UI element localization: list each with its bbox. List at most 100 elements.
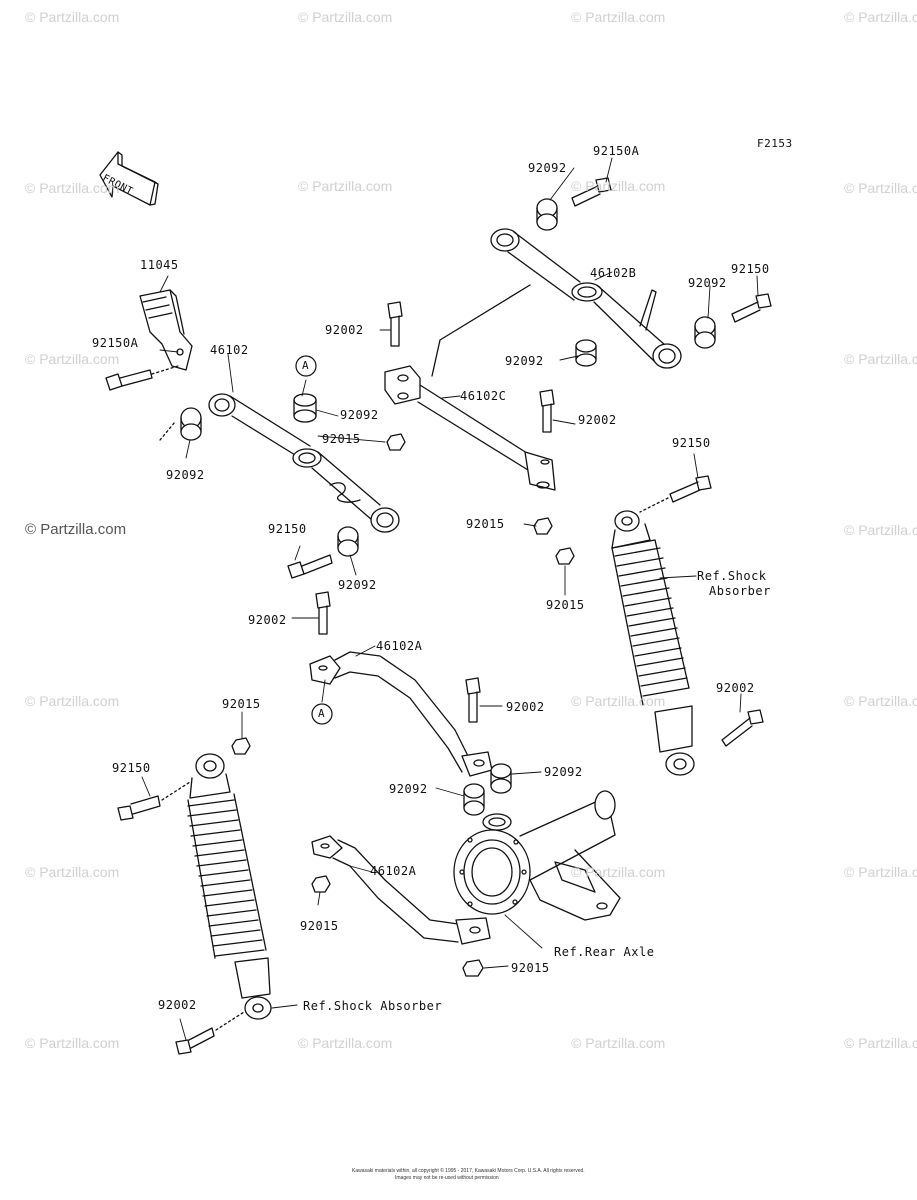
front-arrow-icon — [99, 151, 159, 206]
part-label-92002-mid-right[interactable]: 92002 — [578, 413, 617, 427]
part-label-92150-left-bolt[interactable]: 92150 — [268, 522, 307, 536]
part-label-92150-right[interactable]: 92150 — [731, 262, 770, 276]
part-label-92015-axle[interactable]: 92015 — [511, 961, 550, 975]
callout-a-lower — [311, 703, 333, 725]
part-label-92015-center[interactable]: 92015 — [322, 432, 361, 446]
callout-a-upper-label: A — [302, 359, 310, 372]
part-label-46102c[interactable]: 46102C — [460, 389, 507, 403]
part-label-92150a-left[interactable]: 92150A — [92, 336, 139, 350]
bolt-92150-left-shock — [117, 781, 191, 821]
figure-code: F2153 — [757, 137, 793, 150]
bushing-92092-axle-right — [490, 763, 512, 794]
bolt-92150-right — [731, 293, 772, 323]
part-label-92015-right-shock[interactable]: 92015 — [546, 598, 585, 612]
part-label-92002-left-mid[interactable]: 92002 — [248, 613, 287, 627]
bolt-92002-right-shock — [721, 709, 764, 747]
watermark: © Partzilla.com — [571, 693, 666, 709]
watermark: © Partzilla.com — [571, 9, 666, 25]
watermark: © Partzilla.com — [25, 9, 120, 25]
bushing-92092-upper-right — [536, 198, 558, 231]
part-label-11045[interactable]: 11045 — [140, 258, 179, 272]
bar-46102a-lower — [311, 835, 491, 945]
part-label-92002-bottom[interactable]: 92002 — [158, 998, 197, 1012]
shock-absorber-left — [187, 753, 272, 1020]
footer-copyright: Kawasaki materials within, all copyright… — [352, 1168, 585, 1174]
part-label-92150-left-shock[interactable]: 92150 — [112, 761, 151, 775]
nut-92015-lower-left — [311, 875, 331, 893]
part-label-92015-mid[interactable]: 92015 — [466, 517, 505, 531]
part-label-92150a-upper[interactable]: 92150A — [593, 144, 640, 158]
bolt-92002-center-bar — [465, 677, 481, 723]
watermark: © Partzilla.com — [844, 1035, 917, 1051]
bushing-92092-lower — [337, 526, 359, 557]
watermark: © Partzilla.com — [25, 351, 120, 367]
part-label-92092-lower-center[interactable]: 92092 — [338, 578, 377, 592]
watermark: © Partzilla.com — [25, 1035, 120, 1051]
part-label-46102[interactable]: 46102 — [210, 343, 249, 357]
bushing-92092-left — [159, 407, 202, 441]
ref-shock-absorber-right-line2: Absorber — [709, 584, 771, 598]
bushing-92092-axle-left — [463, 783, 485, 816]
leader-lines — [141, 157, 759, 1041]
watermark: © Partzilla.com — [298, 178, 393, 194]
part-label-92092-mid-right[interactable]: 92092 — [505, 354, 544, 368]
bolt-92002-mid-right — [539, 389, 555, 433]
watermark: © Partzilla.com — [844, 9, 917, 25]
watermark: © Partzilla.com — [571, 864, 666, 880]
part-label-92092-axle-left[interactable]: 92092 — [389, 782, 428, 796]
watermark: © Partzilla.com — [25, 180, 120, 196]
part-label-92092-upper-right[interactable]: 92092 — [528, 161, 567, 175]
part-label-92150-upper-shock[interactable]: 92150 — [672, 436, 711, 450]
watermark: © Partzilla.com — [298, 1035, 393, 1051]
bolt-92002-left-mid — [315, 591, 331, 635]
nut-92015-center — [386, 433, 406, 451]
watermark: © Partzilla.com — [844, 351, 917, 367]
nut-92015-left-shock — [231, 737, 251, 755]
bolt-92150a-left — [105, 365, 179, 391]
part-label-92092-center[interactable]: 92092 — [340, 408, 379, 422]
watermark: © Partzilla.com — [844, 693, 917, 709]
ref-shock-absorber-bottom: Ref.Shock Absorber — [303, 999, 443, 1013]
bolt-92150a-upper — [571, 177, 612, 207]
bushing-92092-right — [694, 316, 716, 349]
bushing-92092-center — [293, 393, 317, 423]
bolt-92150-left-mid — [287, 554, 333, 579]
watermark: © Partzilla.com — [844, 522, 917, 538]
bar-46102a-upper — [309, 651, 493, 777]
part-label-92092-axle-right[interactable]: 92092 — [544, 765, 583, 779]
watermark: © Partzilla.com — [298, 9, 393, 25]
arm-46102 — [208, 393, 400, 533]
ref-rear-axle: Ref.Rear Axle — [554, 945, 655, 959]
part-label-46102a-lower[interactable]: 46102A — [370, 864, 417, 878]
bolt-92002-upper — [387, 301, 403, 347]
bolt-92150-upper-shock — [639, 475, 712, 513]
part-label-92002-right-shock[interactable]: 92002 — [716, 681, 755, 695]
callout-a-lower-label: A — [318, 707, 326, 720]
part-label-92015-left-shock[interactable]: 92015 — [222, 697, 261, 711]
bar-46102c — [384, 284, 556, 491]
nut-92015-right-shock — [555, 547, 575, 565]
ref-shock-absorber-right-line1: Ref.Shock — [697, 569, 767, 583]
part-label-46102b[interactable]: 46102B — [590, 266, 637, 280]
bushing-92092-mid-right — [575, 339, 597, 367]
part-label-92092-left[interactable]: 92092 — [166, 468, 205, 482]
shock-absorber-right — [611, 510, 695, 776]
callout-a-upper — [295, 355, 317, 377]
part-label-92002-upper[interactable]: 92002 — [325, 323, 364, 337]
watermark: © Partzilla.com — [571, 178, 666, 194]
rear-axle-housing — [453, 790, 621, 921]
part-label-46102a-upper[interactable]: 46102A — [376, 639, 423, 653]
part-label-92002-center-bar[interactable]: 92002 — [506, 700, 545, 714]
arm-46102b — [490, 228, 682, 369]
watermark: © Partzilla.com — [844, 864, 917, 880]
nut-92015-axle — [462, 959, 484, 977]
part-label-92092-right[interactable]: 92092 — [688, 276, 727, 290]
part-label-92015-lower-left[interactable]: 92015 — [300, 919, 339, 933]
watermark: © Partzilla.com — [844, 180, 917, 196]
watermark: © Partzilla.com — [571, 1035, 666, 1051]
nut-92015-mid — [533, 517, 553, 535]
footer-permission: Images may not be re-used without permis… — [395, 1175, 499, 1181]
bolt-92002-bottom — [175, 1011, 245, 1055]
